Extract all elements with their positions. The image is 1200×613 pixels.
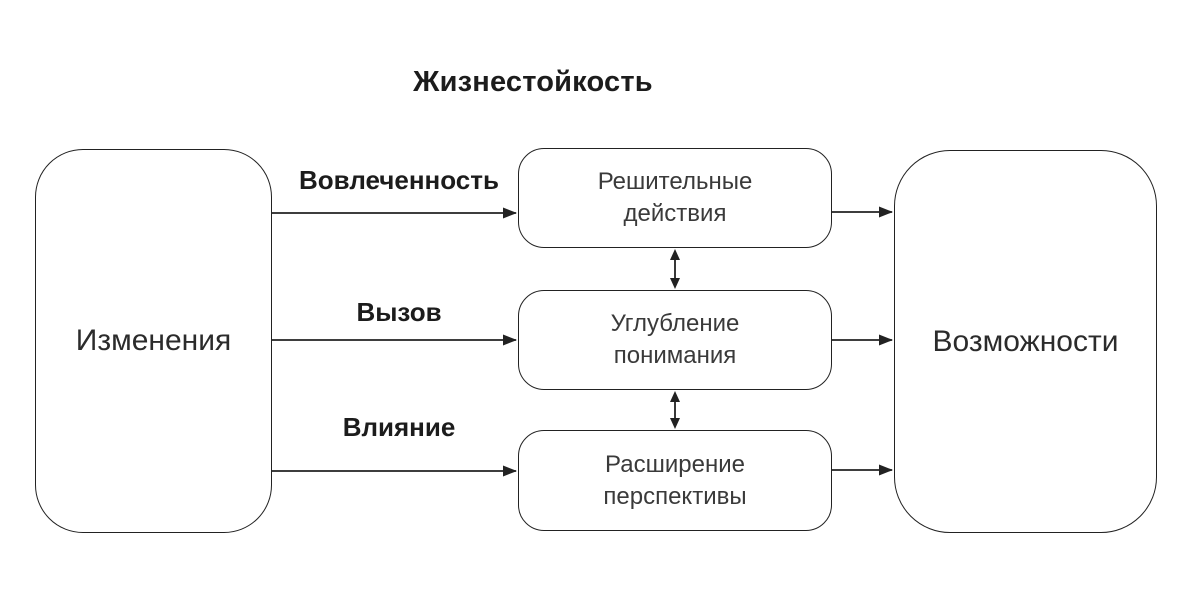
edge-label-influence: Влияние: [342, 412, 456, 442]
node-changes: Изменения: [35, 149, 272, 533]
node-changes-label: Изменения: [75, 324, 232, 357]
node-opportunities-label: Возможности: [932, 324, 1119, 358]
double-arrow-decisive-understanding: [670, 249, 680, 289]
node-deepening-understanding-label: Углубление понимания: [610, 310, 740, 369]
double-arrow-understanding-perspective: [670, 391, 680, 429]
diagram-title: Жизнестойкость: [413, 66, 653, 98]
edge-label-challenge: Вызов: [356, 297, 442, 327]
node-expanding-perspective: Расширение перспективы: [518, 430, 832, 531]
node-decisive-actions: Решительные действия: [518, 148, 832, 248]
node-opportunities: Возможности: [894, 150, 1157, 533]
node-deepening-understanding: Углубление понимания: [518, 290, 832, 390]
node-expanding-perspective-label: Расширение перспективы: [603, 450, 747, 510]
node-decisive-actions-label: Решительные действия: [597, 168, 753, 227]
edge-label-engagement: Вовлеченность: [299, 165, 499, 195]
